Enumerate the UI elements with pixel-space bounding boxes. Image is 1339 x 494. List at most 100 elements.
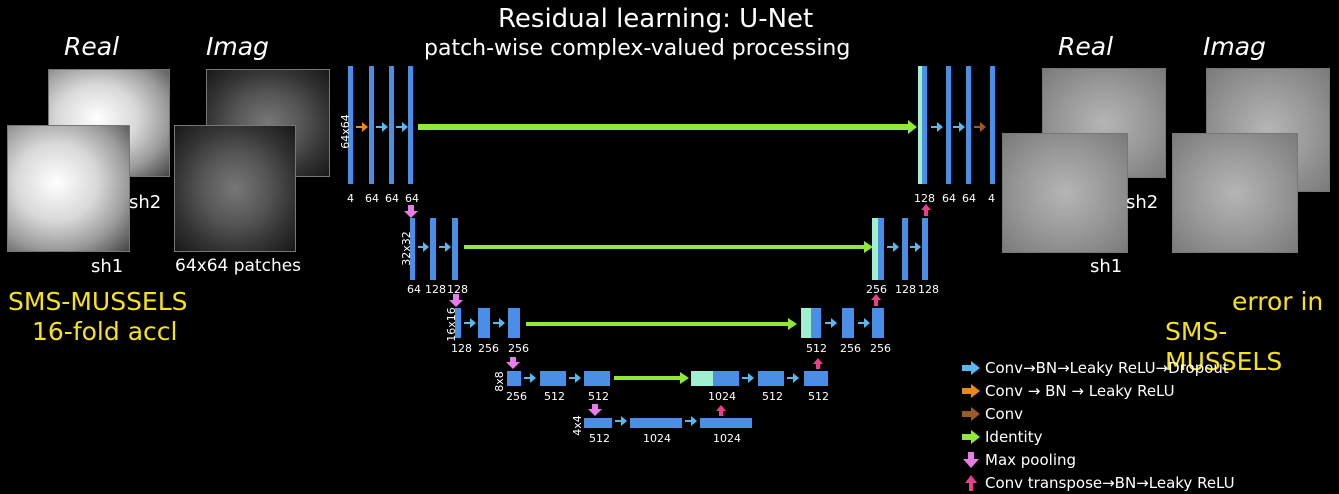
feature-block	[452, 218, 458, 280]
arrow-right-icon	[962, 383, 980, 398]
left-real-label: Real	[64, 32, 120, 61]
conv-dropout-arrow	[439, 242, 451, 252]
conv-arrow	[974, 122, 986, 132]
channel-count: 64	[407, 283, 421, 296]
conv-transpose-arrow	[921, 204, 931, 216]
identity-skip-level3	[526, 318, 797, 330]
max-pool-arrow	[506, 357, 520, 369]
channel-count: 256	[478, 342, 499, 355]
legend-label: Max pooling	[985, 450, 1077, 469]
legend-item: Conv → BN → Leaky ReLU	[962, 379, 1332, 402]
feature-block	[348, 66, 353, 184]
conv-dropout-arrow	[910, 242, 921, 252]
acceleration-label: 16-fold accl	[32, 317, 178, 346]
channel-count: 64	[385, 192, 399, 205]
legend-item: Conv transpose→BN→Leaky ReLU	[962, 471, 1332, 494]
legend-item: Conv→BN→Leaky ReLU→Dropout	[962, 356, 1332, 379]
channel-count: 512	[808, 390, 829, 403]
channel-count: 1024	[713, 432, 741, 445]
feature-block	[758, 371, 784, 386]
left-sh1-label: sh1	[91, 256, 124, 277]
feature-block	[478, 308, 490, 338]
feature-block	[878, 218, 884, 280]
arrow-right-icon	[962, 429, 980, 444]
channel-count: 512	[806, 342, 827, 355]
method-label: SMS-MUSSELS	[8, 287, 188, 316]
feature-block	[922, 66, 927, 184]
feature-block	[902, 218, 908, 280]
feature-block	[410, 218, 415, 280]
concat-block	[691, 371, 713, 386]
conv-dropout-arrow	[524, 373, 536, 383]
max-pool-arrow	[588, 404, 602, 416]
arrow-right-icon	[962, 406, 980, 421]
conv-dropout-arrow	[376, 122, 388, 132]
feature-block	[508, 308, 520, 338]
conv-dropout-arrow	[464, 318, 476, 328]
channel-count: 64	[365, 192, 379, 205]
legend-label: Conv	[985, 404, 1024, 423]
feature-block	[389, 66, 394, 184]
identity-skip-level4	[614, 372, 689, 384]
concat-block	[872, 218, 878, 280]
conv-transpose-arrow	[871, 294, 881, 306]
feature-block	[430, 218, 436, 280]
arrow-right-icon	[962, 360, 980, 375]
conv-transpose-arrow	[813, 358, 823, 369]
level1-decoder	[918, 66, 995, 184]
diagram-subtitle: patch-wise complex-valued processing	[424, 36, 851, 61]
channel-count: 1024	[643, 432, 671, 445]
feature-block	[811, 308, 821, 338]
dim-label-level5: 4x4	[570, 415, 584, 436]
conv-dropout-arrow	[931, 122, 943, 132]
feature-block	[872, 308, 884, 338]
channel-count: 256	[866, 283, 887, 296]
feature-block	[540, 371, 566, 386]
conv-dropout-arrow	[887, 242, 899, 252]
channel-count: 64	[942, 192, 956, 205]
feature-block	[455, 308, 461, 338]
channel-count: 128	[447, 283, 468, 296]
feature-block	[584, 371, 610, 386]
channel-count: 256	[870, 342, 891, 355]
feature-block	[842, 308, 854, 338]
arrow-up-icon	[965, 474, 977, 491]
feature-block	[369, 66, 374, 184]
feature-block	[700, 418, 752, 428]
conv-dropout-arrow	[787, 373, 799, 383]
feature-block	[990, 66, 995, 184]
conv-dropout-arrow	[493, 318, 505, 328]
legend-label: Conv→BN→Leaky ReLU→Dropout	[985, 358, 1229, 377]
conv-dropout-arrow	[858, 318, 870, 328]
patches-label: 64x64 patches	[175, 256, 302, 276]
conv-dropout-arrow	[685, 416, 697, 426]
legend-item: Identity	[962, 425, 1332, 448]
error-real-sh1-image	[1002, 133, 1128, 253]
real-sh1-image	[7, 125, 130, 252]
dim-label-level2: 32x32	[399, 231, 413, 266]
legend-label: Conv transpose→BN→Leaky ReLU	[985, 473, 1235, 492]
right-real-label: Real	[1058, 32, 1114, 61]
conv-dropout-arrow	[418, 242, 429, 252]
max-pool-arrow	[449, 294, 463, 307]
conv-dropout-arrow	[396, 122, 408, 132]
channel-count: 128	[918, 283, 939, 296]
channel-count: 64	[405, 192, 419, 205]
imag-sh1-image	[174, 125, 296, 252]
channel-count: 128	[914, 192, 935, 205]
dim-label-level4: 8x8	[492, 371, 506, 392]
error-imag-sh1-image	[1172, 133, 1298, 253]
feature-block	[408, 66, 413, 184]
channel-count: 4	[988, 192, 995, 205]
error-method-label: SMS-MUSSELS	[1165, 317, 1283, 376]
legend-label: Identity	[985, 427, 1043, 446]
level1-encoder	[348, 66, 413, 184]
max-pool-arrow	[404, 205, 418, 218]
channel-count: 1024	[708, 390, 736, 403]
diagram-title: Residual learning: U-Net	[498, 4, 814, 34]
feature-block	[922, 218, 928, 280]
feature-block	[966, 66, 971, 184]
channel-count: 512	[589, 432, 610, 445]
conv-bn-relu-arrow	[356, 122, 368, 132]
